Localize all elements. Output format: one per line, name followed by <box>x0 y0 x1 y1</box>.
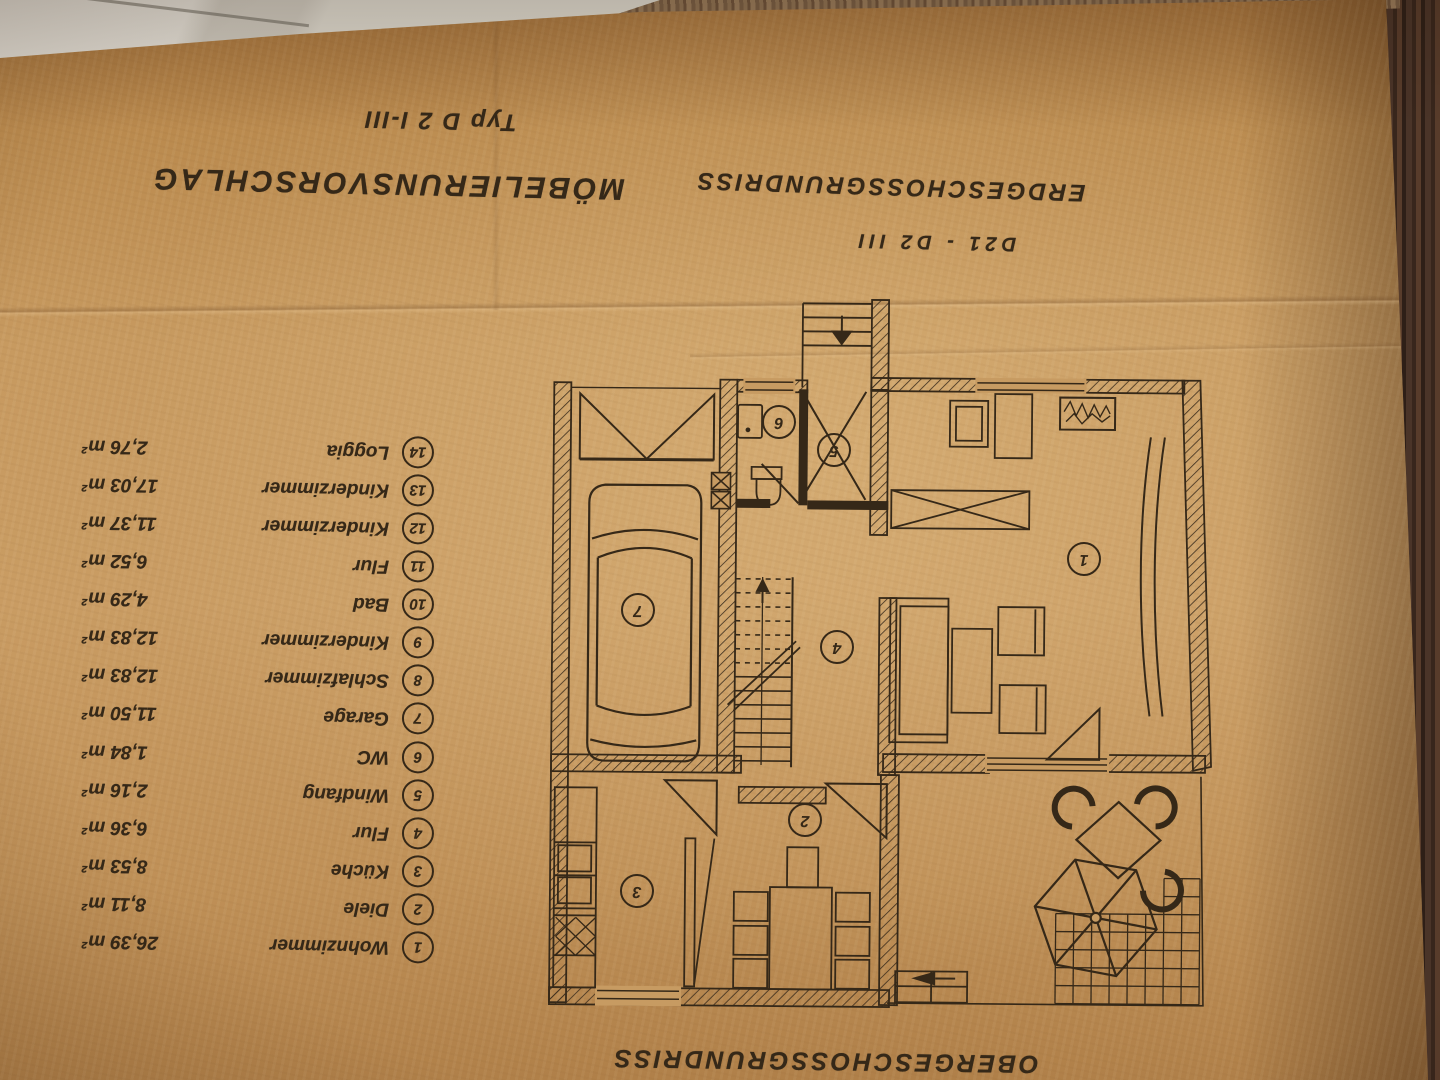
legend-number-badge: 10 <box>401 588 435 621</box>
legend-room-area: 6,52 m² <box>81 549 148 572</box>
legend-number: 5 <box>413 786 423 804</box>
legend-room-name: Flur <box>352 821 390 844</box>
legend-room-area: 11,50 m² <box>81 701 157 724</box>
room-number-label: 4 <box>832 638 842 657</box>
legend-number: 4 <box>413 824 423 842</box>
wc-fixtures <box>737 403 783 506</box>
legend-room-area: 26,39 m² <box>81 930 159 953</box>
dining-furniture <box>732 846 871 991</box>
utility-meters <box>710 471 732 510</box>
legend-number: 10 <box>409 595 427 614</box>
legend-number: 13 <box>409 481 427 500</box>
legend-number: 14 <box>409 443 427 462</box>
living-furniture <box>888 393 1166 744</box>
terrace <box>886 776 1204 1007</box>
legend-room-area: 8,53 m² <box>81 854 148 877</box>
legend-room-area: 2,76 m² <box>81 435 148 458</box>
room-number-label: 5 <box>829 441 839 460</box>
legend-room-name: Küche <box>330 859 390 882</box>
terrace-table <box>1074 800 1163 880</box>
legend-room-name: Wohnzimmer <box>269 934 390 958</box>
kitchen-fixtures <box>552 786 716 989</box>
legend-number-badge: 5 <box>401 779 435 812</box>
legend-room-name: Kinderzimmer <box>262 629 390 653</box>
room-number-label: 3 <box>632 882 642 901</box>
interior-walls <box>736 389 889 511</box>
legend-number-badge: 8 <box>401 664 435 697</box>
legend-number-badge: 7 <box>401 702 435 735</box>
terrace-grid <box>1054 877 1201 1006</box>
legend-room-area: 12,83 m² <box>81 625 159 648</box>
legend-number: 8 <box>413 671 423 689</box>
terrace-parasol <box>1033 858 1158 978</box>
paper-crease <box>492 0 500 310</box>
legend-room-name: Diele <box>343 897 390 920</box>
garage-car <box>586 483 703 763</box>
legend-number: 2 <box>413 900 423 918</box>
legend-room-area: 1,84 m² <box>81 740 148 763</box>
legend-number: 1 <box>413 938 423 956</box>
legend-room-name: Windfang <box>302 782 390 806</box>
legend-number-badge: 3 <box>401 855 435 888</box>
legend-room-name: Kinderzimmer <box>262 515 390 539</box>
room-number-label: 7 <box>633 601 643 620</box>
legend-number-badge: 1 <box>401 931 435 964</box>
legend-room-name: Flur <box>352 554 390 577</box>
legend-room-area: 8,11 m² <box>81 892 147 915</box>
legend-room-name: Kinderzimmer <box>262 477 390 501</box>
floor-plan-svg <box>548 299 1212 1008</box>
legend-room-name: Schlafzimmer <box>265 667 390 691</box>
legend-number-badge: 2 <box>401 893 435 926</box>
room-number-label: 6 <box>774 413 784 432</box>
legend-number-badge: 12 <box>401 512 435 545</box>
door-swings <box>662 390 1101 841</box>
legend-number-badge: 6 <box>401 741 435 774</box>
legend-number: 3 <box>413 862 423 880</box>
legend-number-badge: 13 <box>401 474 435 507</box>
legend-room-name: Bad <box>352 592 390 615</box>
legend-number: 11 <box>410 557 426 576</box>
legend-room-name: Garage <box>323 706 390 729</box>
legend-number: 6 <box>413 748 423 766</box>
entrance-steps-bottom <box>894 970 969 1004</box>
legend-room-area: 12,83 m² <box>81 663 159 686</box>
legend-room-name: WC <box>357 746 390 768</box>
legend-number: 12 <box>409 519 427 538</box>
room-number-label: 1 <box>1079 550 1089 569</box>
staircase <box>726 576 801 768</box>
legend-number: 9 <box>413 633 423 651</box>
legend-number-badge: 4 <box>401 817 435 850</box>
entrance-steps-top <box>801 302 873 388</box>
legend-room-name: Loggia <box>326 440 390 463</box>
legend-room-area: 11,37 m² <box>81 511 157 534</box>
legend-room-area: 17,03 m² <box>81 473 159 496</box>
room-number-label: 2 <box>800 811 810 830</box>
legend-number-badge: 9 <box>401 626 435 659</box>
legend-number-badge: 11 <box>401 550 435 583</box>
legend-room-area: 2,16 m² <box>81 778 148 801</box>
legend-room-area: 6,36 m² <box>81 816 148 839</box>
garage-door <box>571 386 721 462</box>
legend-number-badge: 14 <box>401 436 435 469</box>
windows <box>594 377 1110 1007</box>
legend-room-area: 4,29 m² <box>81 587 148 610</box>
legend-number: 7 <box>413 709 423 727</box>
